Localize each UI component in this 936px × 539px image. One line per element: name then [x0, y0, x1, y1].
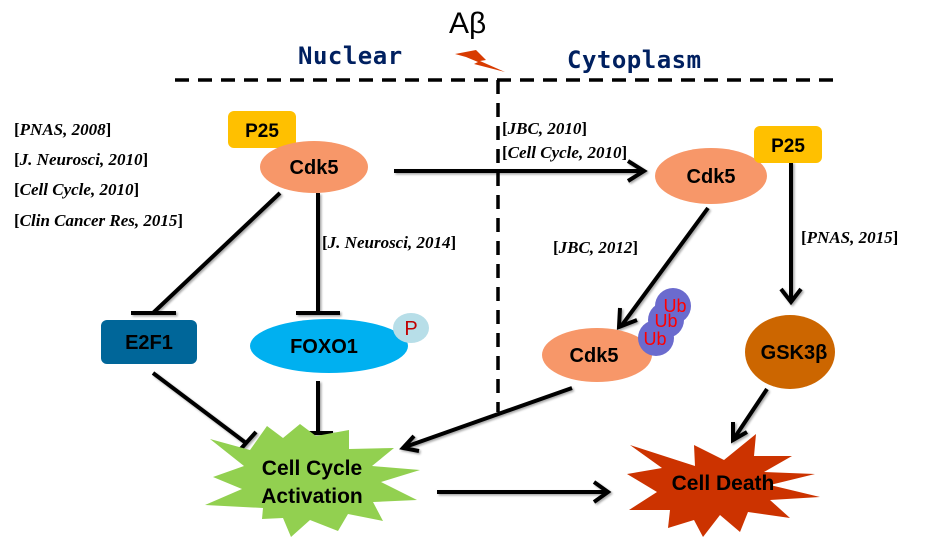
edge-cdk5ub-cellcycle-arrowhead: [399, 434, 420, 453]
foxo1-ellipse: [250, 319, 408, 373]
node-foxo1: FOXO1 P: [250, 313, 429, 373]
cdk5-cyto-label: Cdk5: [687, 166, 736, 188]
node-p25-nuclear: P25: [228, 111, 296, 148]
refs-cdk5-ubiquitination: [JBC, 2012]: [553, 238, 638, 257]
e2f1-label: E2F1: [125, 332, 173, 354]
cdk5-nuclear-label: Cdk5: [290, 157, 339, 179]
node-cdk5-ubiquitinated: Cdk5 Ub Ub Ub: [542, 288, 691, 382]
edge-cdk5-translocation-arrowhead: [626, 159, 648, 183]
phosphate-ellipse: [393, 313, 429, 343]
cell-cycle-burst: [205, 424, 420, 537]
p25-nuclear-label: P25: [245, 121, 279, 142]
cell-death-burst: [627, 434, 820, 537]
edges: [131, 159, 803, 504]
reference-citation: [PNAS, 2015]: [801, 228, 898, 247]
refs-cdk5-translocation: [JBC, 2010] [Cell Cycle, 2010]: [502, 119, 627, 162]
refs-cdk5-foxo1: [J. Neurosci, 2014]: [322, 233, 456, 252]
node-cell-death: Cell Death: [627, 434, 820, 537]
abeta-label: Aβ: [449, 7, 486, 40]
node-gsk3b: GSK3β: [745, 315, 835, 389]
cdk5-ub-label: Cdk5: [570, 345, 619, 367]
edge-p25-gsk3b-arrowhead: [779, 287, 803, 306]
cdk5-cyto-ellipse: [655, 148, 767, 204]
edge-cdk5-ubiquitination: [620, 206, 710, 327]
refs-cdk5-e2f1: [PNAS, 2008] [J. Neurosci, 2010] [Cell C…: [14, 120, 183, 230]
reference-citation: [PNAS, 2008]: [14, 120, 111, 139]
refs-p25-gsk3b: [PNAS, 2015]: [801, 228, 898, 247]
edge-cdk5-e2f1: [151, 191, 282, 315]
node-cdk5-nuclear: Cdk5: [260, 141, 368, 193]
reference-citation: [J. Neurosci, 2014]: [322, 233, 456, 252]
ubiquitin-label-2: Ub: [654, 311, 677, 331]
ubiquitin-label-1: Ub: [643, 329, 666, 349]
p25-cyto-label: P25: [771, 136, 805, 157]
foxo1-label: FOXO1: [290, 336, 358, 358]
gsk3b-ellipse: [745, 315, 835, 389]
ubiquitin-circle-1: [638, 320, 674, 356]
cell-cycle-label-line2: Activation: [261, 485, 363, 508]
reference-citation: [JBC, 2010]: [502, 119, 587, 138]
edge-gsk3b-celldeath: [733, 387, 769, 439]
node-e2f1: E2F1: [101, 320, 197, 364]
ubiquitin-label-3: Ub: [663, 296, 686, 316]
lightning-bolt-icon: [455, 50, 505, 72]
reference-citation: [Cell Cycle, 2010]: [502, 143, 627, 162]
node-p25-cytoplasm: P25: [754, 126, 822, 163]
p25-cyto-box: [754, 126, 822, 163]
region-label-cytoplasm: Cytoplasm: [567, 46, 702, 74]
edge-cellcycle-celldeath-arrowhead: [592, 480, 612, 504]
reference-citation: [Clin Cancer Res, 2015]: [14, 211, 183, 230]
reference-citation: [Cell Cycle, 2010]: [14, 180, 139, 199]
node-cdk5-cytoplasm: Cdk5: [655, 148, 767, 204]
region-label-nuclear: Nuclear: [298, 42, 403, 70]
cell-cycle-label-line1: Cell Cycle: [262, 457, 362, 480]
node-cell-cycle-activation: Cell Cycle Activation: [205, 424, 420, 537]
edge-gsk3b-celldeath-arrowhead: [731, 422, 748, 444]
edge-e2f1-cellcycle: [151, 371, 248, 445]
phosphate-label: P: [404, 318, 417, 340]
cdk5-nuclear-ellipse: [260, 141, 368, 193]
edge-cdk5ub-cellcycle: [404, 386, 573, 449]
reference-citation: [JBC, 2012]: [553, 238, 638, 257]
cell-death-label: Cell Death: [672, 472, 775, 495]
edge-cdk5-ubiquitination-arrowhead: [616, 307, 638, 330]
e2f1-box: [101, 320, 197, 364]
p25-nuclear-box: [228, 111, 296, 148]
cdk5-ub-ellipse: [542, 328, 652, 382]
gsk3b-label: GSK3β: [761, 342, 828, 364]
reference-citation: [J. Neurosci, 2010]: [14, 150, 148, 169]
